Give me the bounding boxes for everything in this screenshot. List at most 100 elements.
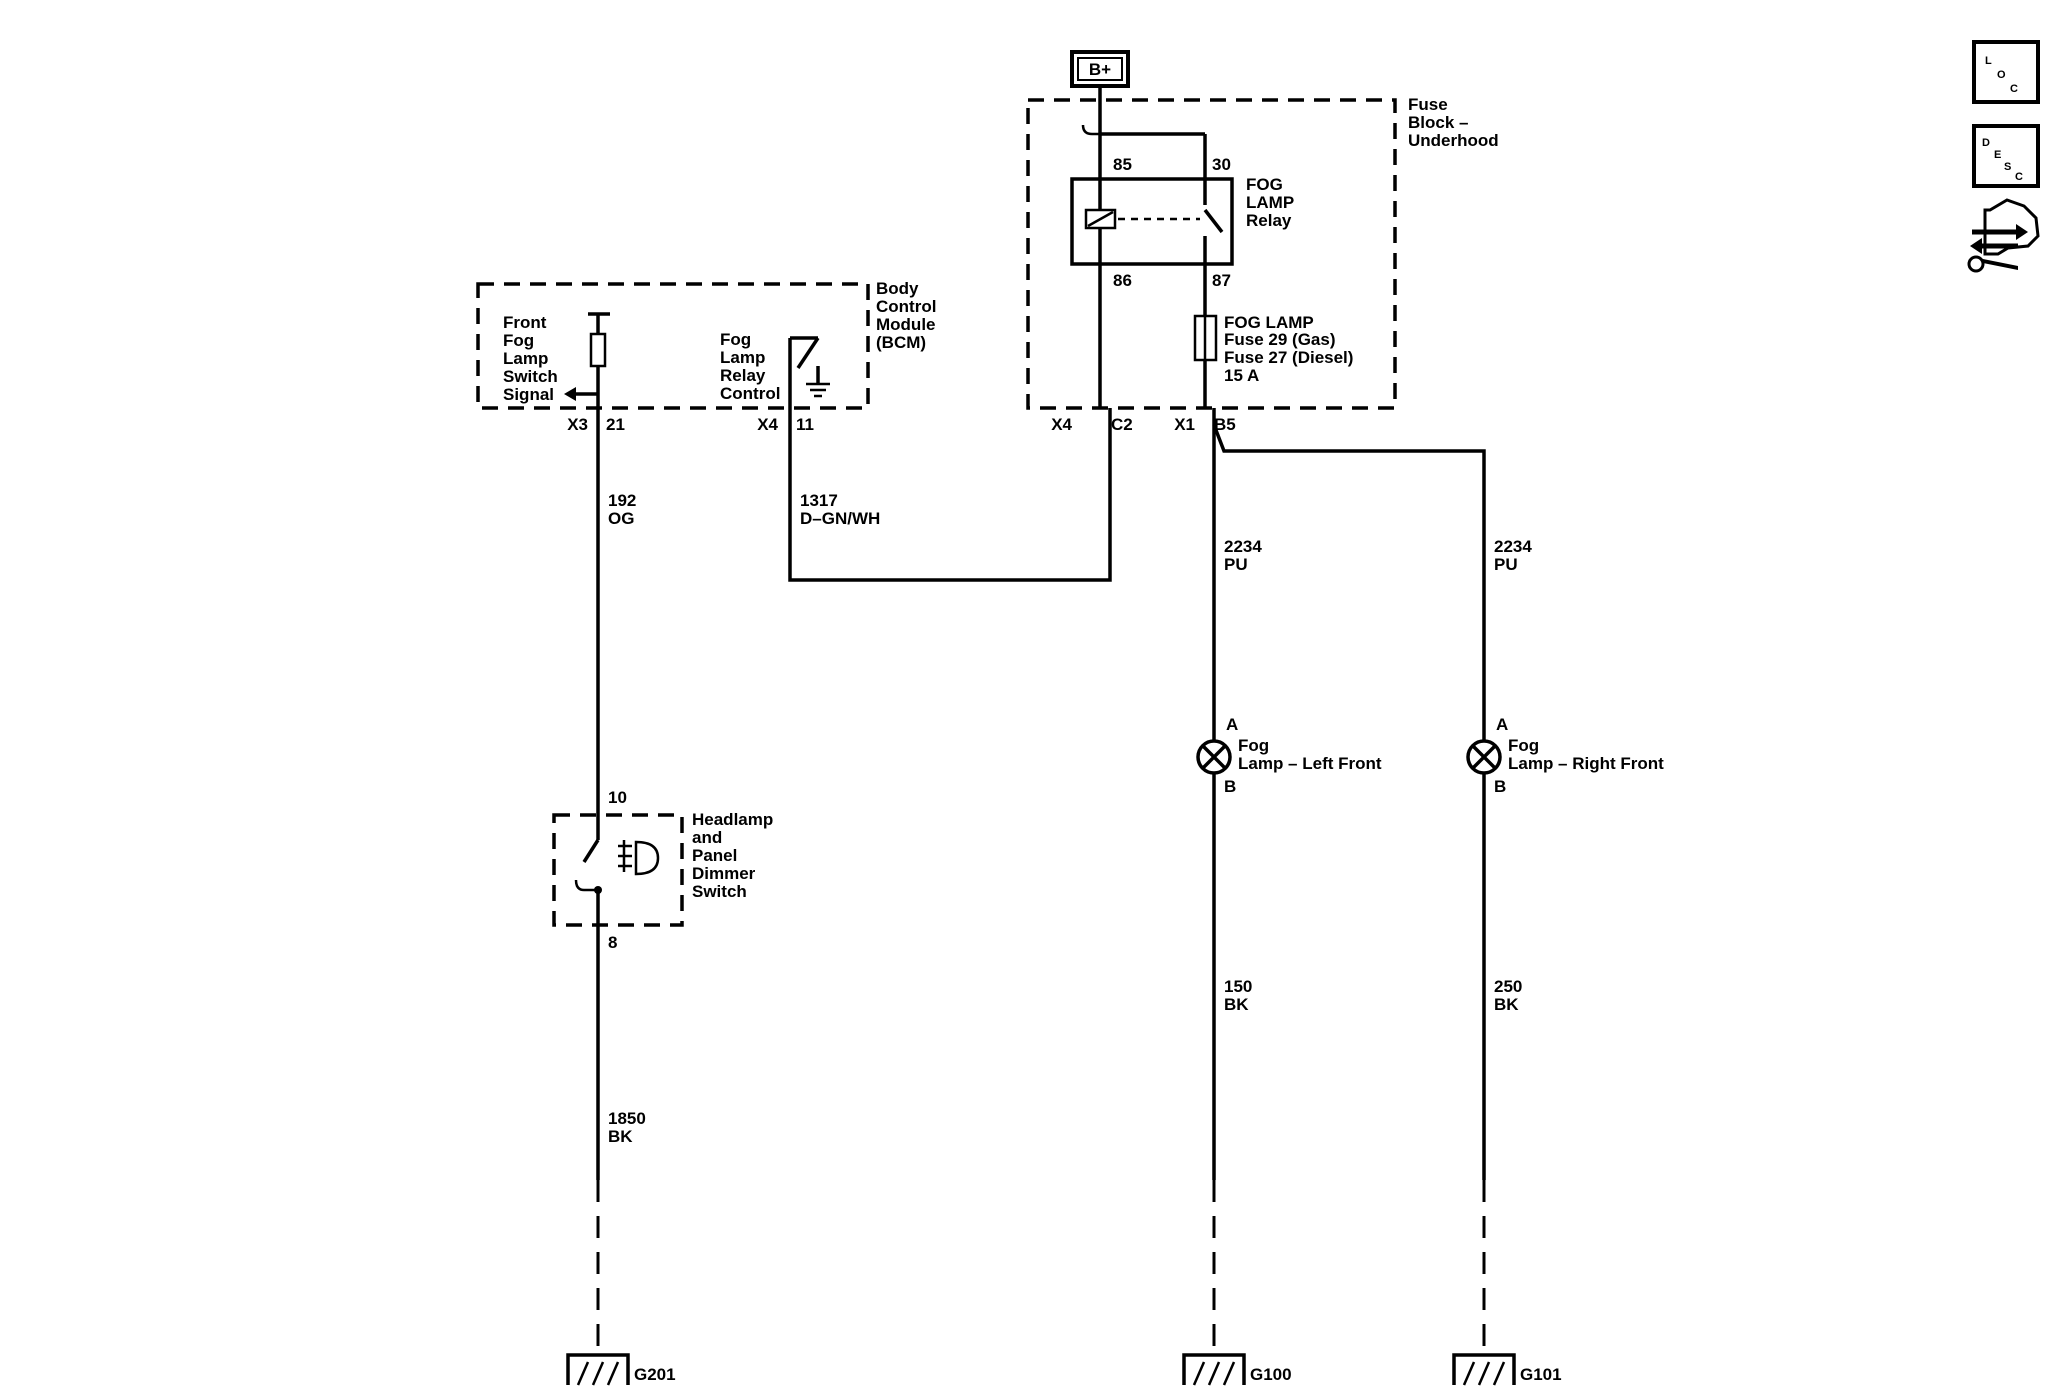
svg-text:Control: Control — [876, 297, 936, 316]
svg-text:Body: Body — [876, 279, 919, 298]
left-fog-lamp-pin-b: B — [1224, 777, 1236, 796]
svg-text:FOG: FOG — [1246, 175, 1283, 194]
svg-text:Switch: Switch — [692, 882, 747, 901]
diagnostic-connector-wrench-icon[interactable] — [1967, 198, 2040, 273]
svg-text:and: and — [692, 828, 722, 847]
svg-text:Switch: Switch — [503, 367, 558, 386]
component-locator-button[interactable]: L O C — [1972, 40, 2040, 104]
svg-text:Fuse: Fuse — [1408, 95, 1448, 114]
svg-text:PU: PU — [1224, 555, 1248, 574]
relay-pin-30: 30 — [1212, 155, 1231, 174]
svg-text:2234: 2234 — [1494, 537, 1532, 556]
wire-250-label: 250 BK — [1494, 977, 1522, 1014]
dimmer-switch-outline — [552, 813, 684, 927]
svg-text:2234: 2234 — [1224, 537, 1262, 556]
svg-text:LAMP: LAMP — [1246, 193, 1294, 212]
svg-text:Fog: Fog — [720, 330, 751, 349]
fog-lamp-fuse-label: FOG LAMP Fuse 29 (Gas) Fuse 27 (Diesel) … — [1224, 313, 1353, 385]
dimmer-switch-pin-10: 10 — [608, 788, 627, 807]
right-fog-lamp-pin-b: B — [1494, 777, 1506, 796]
fuse-block-underhood-outline — [1026, 98, 1397, 410]
svg-text:(BCM): (BCM) — [876, 333, 926, 352]
bcm-pin-11: 11 — [796, 415, 814, 434]
fuse-block-pin-b5: B5 — [1214, 415, 1236, 434]
wire-2234-right-label: 2234 PU — [1494, 537, 1532, 574]
svg-text:1850: 1850 — [608, 1109, 646, 1128]
fuse-block-underhood-label: Fuse Block – Underhood — [1408, 95, 1499, 150]
dimmer-switch-label: Headlamp and Panel Dimmer Switch — [692, 810, 773, 901]
fog-lamp-indicator-icon — [618, 840, 660, 876]
svg-text:L: L — [1985, 55, 1992, 67]
relay-pin-85: 85 — [1113, 155, 1132, 174]
svg-text:Relay: Relay — [720, 366, 766, 385]
svg-text:BK: BK — [1494, 995, 1519, 1014]
svg-text:BK: BK — [608, 1127, 633, 1146]
wire-2234-left-label: 2234 PU — [1224, 537, 1262, 574]
wire-150-label: 150 BK — [1224, 977, 1252, 1014]
svg-text:Fog: Fog — [1508, 736, 1539, 755]
fuse-block-pin-c2: C2 — [1111, 415, 1133, 434]
svg-text:250: 250 — [1494, 977, 1522, 996]
wire-1317-d-gn-wh — [788, 408, 1112, 582]
svg-text:C: C — [2015, 171, 2023, 183]
svg-text:E: E — [1994, 149, 2001, 161]
svg-text:Lamp – Right Front: Lamp – Right Front — [1508, 754, 1664, 773]
svg-text:D–GN/WH: D–GN/WH — [800, 509, 880, 528]
fuse-block-connector-x1: X1 — [1174, 415, 1195, 434]
fuse-block-connector-x4: X4 — [1051, 415, 1072, 434]
relay-coil-symbol — [1084, 179, 1117, 264]
dimmer-switch-pin-8: 8 — [608, 933, 617, 952]
wire-2234-pu-right — [1212, 424, 1486, 740]
svg-text:Underhood: Underhood — [1408, 131, 1499, 150]
svg-text:1317: 1317 — [800, 491, 838, 510]
svg-text:Front: Front — [503, 313, 547, 332]
bcm-pullup-resistor-symbol — [588, 312, 610, 408]
svg-text:OG: OG — [608, 509, 634, 528]
svg-text:Panel: Panel — [692, 846, 737, 865]
front-fog-lamp-switch-signal-label: Front Fog Lamp Switch Signal — [503, 313, 558, 404]
bcm-connector-x4: X4 — [757, 415, 778, 434]
ground-g201-symbol — [566, 1353, 630, 1386]
svg-text:Headlamp: Headlamp — [692, 810, 773, 829]
relay-contact-symbol — [1203, 179, 1224, 264]
left-fog-lamp-pin-a: A — [1226, 715, 1238, 734]
body-control-module-label: Body Control Module (BCM) — [876, 279, 936, 352]
svg-text:PU: PU — [1494, 555, 1518, 574]
svg-text:Lamp – Left Front: Lamp – Left Front — [1238, 754, 1382, 773]
fog-switch-contact-symbol — [574, 805, 602, 925]
svg-text:Lamp: Lamp — [503, 349, 548, 368]
svg-text:D: D — [1982, 137, 1990, 149]
svg-text:Module: Module — [876, 315, 936, 334]
battery-positive-label: B+ — [1089, 60, 1111, 79]
switch-signal-arrow-icon — [564, 387, 598, 401]
svg-text:Signal: Signal — [503, 385, 554, 404]
ground-g100-label: G100 — [1250, 1365, 1292, 1384]
right-fog-lamp-label: Fog Lamp – Right Front — [1508, 736, 1664, 773]
description-operation-button[interactable]: D E S C — [1972, 124, 2040, 188]
ground-g101-label: G101 — [1520, 1365, 1562, 1384]
right-fog-lamp-bulb-icon — [1466, 739, 1502, 775]
relay-control-low-side-driver-symbol — [788, 336, 830, 408]
svg-text:15 A: 15 A — [1224, 366, 1259, 385]
svg-text:BK: BK — [1224, 995, 1249, 1014]
battery-positive-terminal: B+ — [1070, 50, 1130, 88]
fog-lamp-fuse-symbol — [1193, 314, 1218, 362]
fuse-block-entry-tab — [1081, 124, 1100, 136]
svg-text:O: O — [1997, 69, 2006, 81]
svg-text:Fuse 29 (Gas): Fuse 29 (Gas) — [1224, 330, 1336, 349]
fog-lamp-relay-control-label: Fog Lamp Relay Control — [720, 330, 780, 403]
ground-g100-symbol — [1182, 1353, 1246, 1386]
svg-text:Lamp: Lamp — [720, 348, 765, 367]
relay-pin-86: 86 — [1113, 271, 1132, 290]
svg-text:S: S — [2004, 161, 2011, 173]
svg-text:Dimmer: Dimmer — [692, 864, 756, 883]
bcm-pin-21: 21 — [606, 415, 625, 434]
fog-lamp-relay-body — [1070, 177, 1234, 266]
left-fog-lamp-bulb-icon — [1196, 739, 1232, 775]
wire-1317-label: 1317 D–GN/WH — [800, 491, 880, 528]
wire-192-label: 192 OG — [608, 491, 636, 528]
svg-text:Fog: Fog — [1238, 736, 1269, 755]
fog-lamp-relay-label: FOG LAMP Relay — [1246, 175, 1294, 230]
svg-text:Block –: Block – — [1408, 113, 1468, 132]
